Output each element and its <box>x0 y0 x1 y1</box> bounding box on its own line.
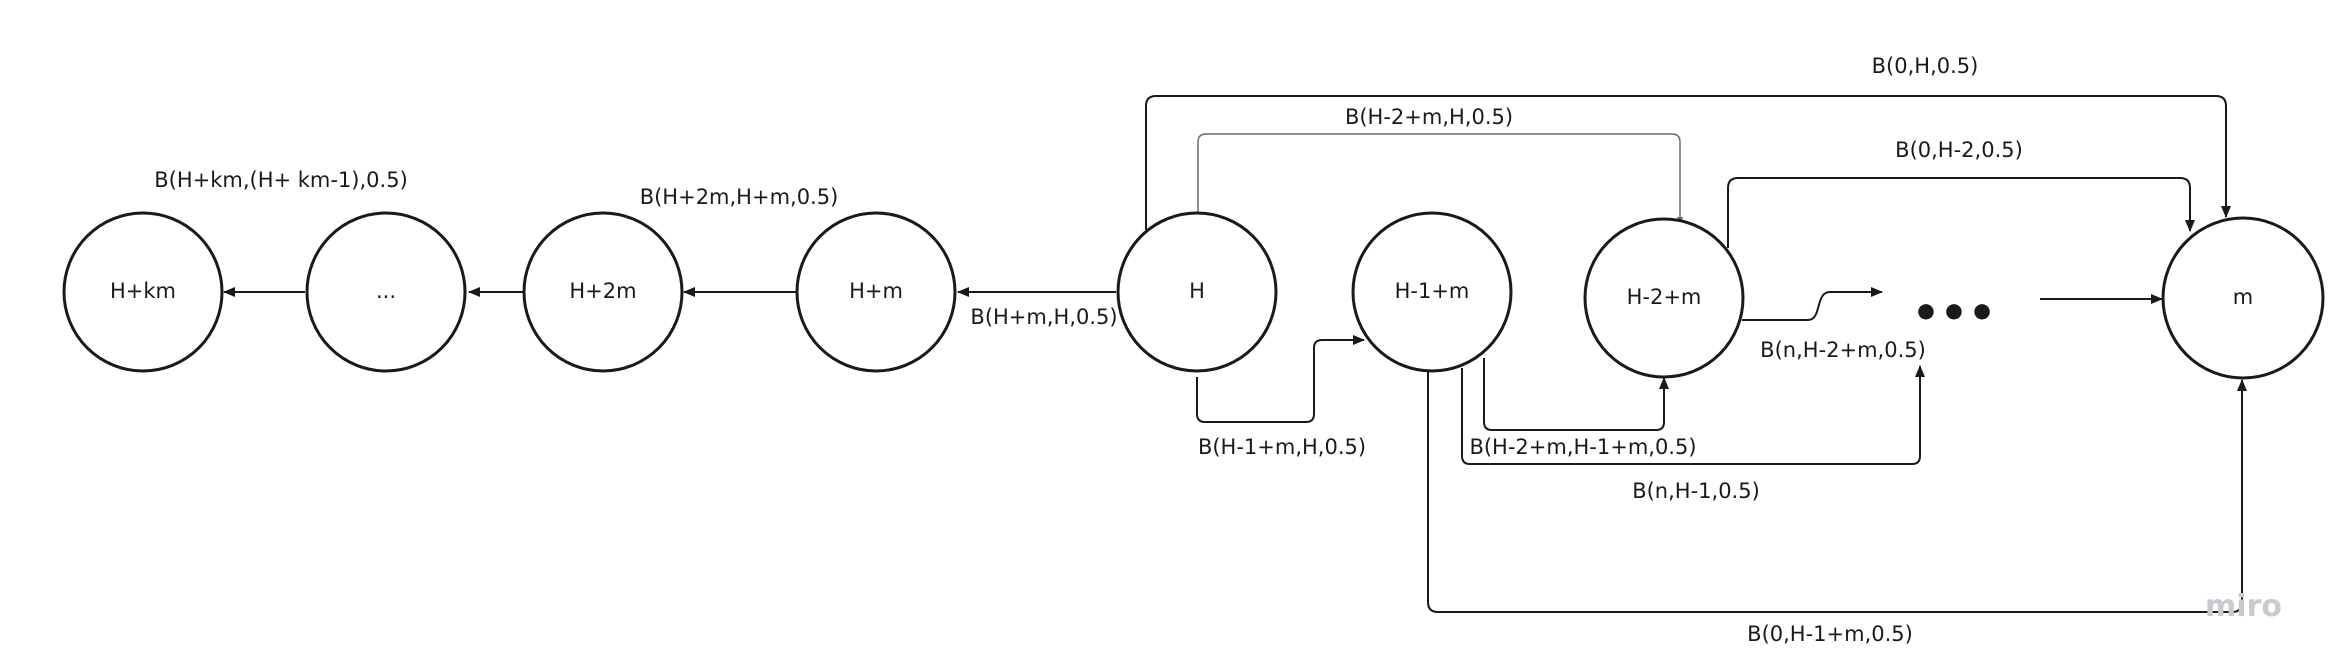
node-label: ... <box>376 279 396 303</box>
edge-label-hm: B(H+m,H,0.5) <box>970 305 1117 329</box>
edge-label-h2pm-to-dots: B(n,H-2+m,0.5) <box>1760 338 1926 362</box>
edge-label-h1m-to-h2pm: B(H-2+m,H-1+m,0.5) <box>1469 435 1696 459</box>
node-h: H <box>1116 211 1278 373</box>
edge-label-hkm: B(H+km,(H+ km-1),0.5) <box>154 168 408 192</box>
edge-label-h-to-h2pm: B(H-2+m,H,0.5) <box>1345 105 1513 129</box>
edge-label-h-to-h1m: B(H-1+m,H,0.5) <box>1198 435 1366 459</box>
ellipsis-node: ••• <box>1912 288 1996 339</box>
node-h-plus-m: H+m <box>795 211 957 373</box>
edge-label-h-to-m: B(0,H,0.5) <box>1872 54 1979 78</box>
edge-label-h2m: B(H+2m,H+m,0.5) <box>640 185 839 209</box>
edge-h2pm-to-dots <box>1742 287 1883 321</box>
node-h-plus-km: H+km <box>62 211 224 373</box>
miro-watermark: miro <box>2205 589 2282 624</box>
edge-h1m-to-m <box>1427 371 2247 613</box>
node-label: H+km <box>110 279 176 303</box>
node-label: H <box>1189 279 1205 303</box>
edge-h-to-h1m <box>1196 335 1365 423</box>
node-label: m <box>2233 285 2253 309</box>
node-ellipsis-small: ... <box>305 211 467 373</box>
edge-h-to-m <box>1145 95 2231 230</box>
node-label: H+2m <box>569 279 636 303</box>
edge-h2pm-to-m <box>1727 177 2195 248</box>
node-label: H-2+m <box>1627 285 1702 309</box>
edge-h1m-to-dots <box>1461 365 1925 465</box>
node-h-plus-2m: H+2m <box>522 211 684 373</box>
node-label: H+m <box>849 279 903 303</box>
node-m: m <box>2161 216 2325 380</box>
edge-h1m-to-h2pm <box>1483 358 1669 431</box>
edge-h-to-h2pm <box>1197 133 1684 225</box>
edge-label-h2pm-to-m: B(0,H-2,0.5) <box>1895 138 2023 162</box>
node-label: H-1+m <box>1395 279 1470 303</box>
node-h-minus-1-plus-m: H-1+m <box>1351 211 1513 373</box>
node-h-minus-2-plus-m: H-2+m <box>1583 217 1745 379</box>
edge-label-h1m-to-dots: B(n,H-1,0.5) <box>1632 479 1760 503</box>
edge-label-h1m-to-m: B(0,H-1+m,0.5) <box>1747 622 1913 646</box>
